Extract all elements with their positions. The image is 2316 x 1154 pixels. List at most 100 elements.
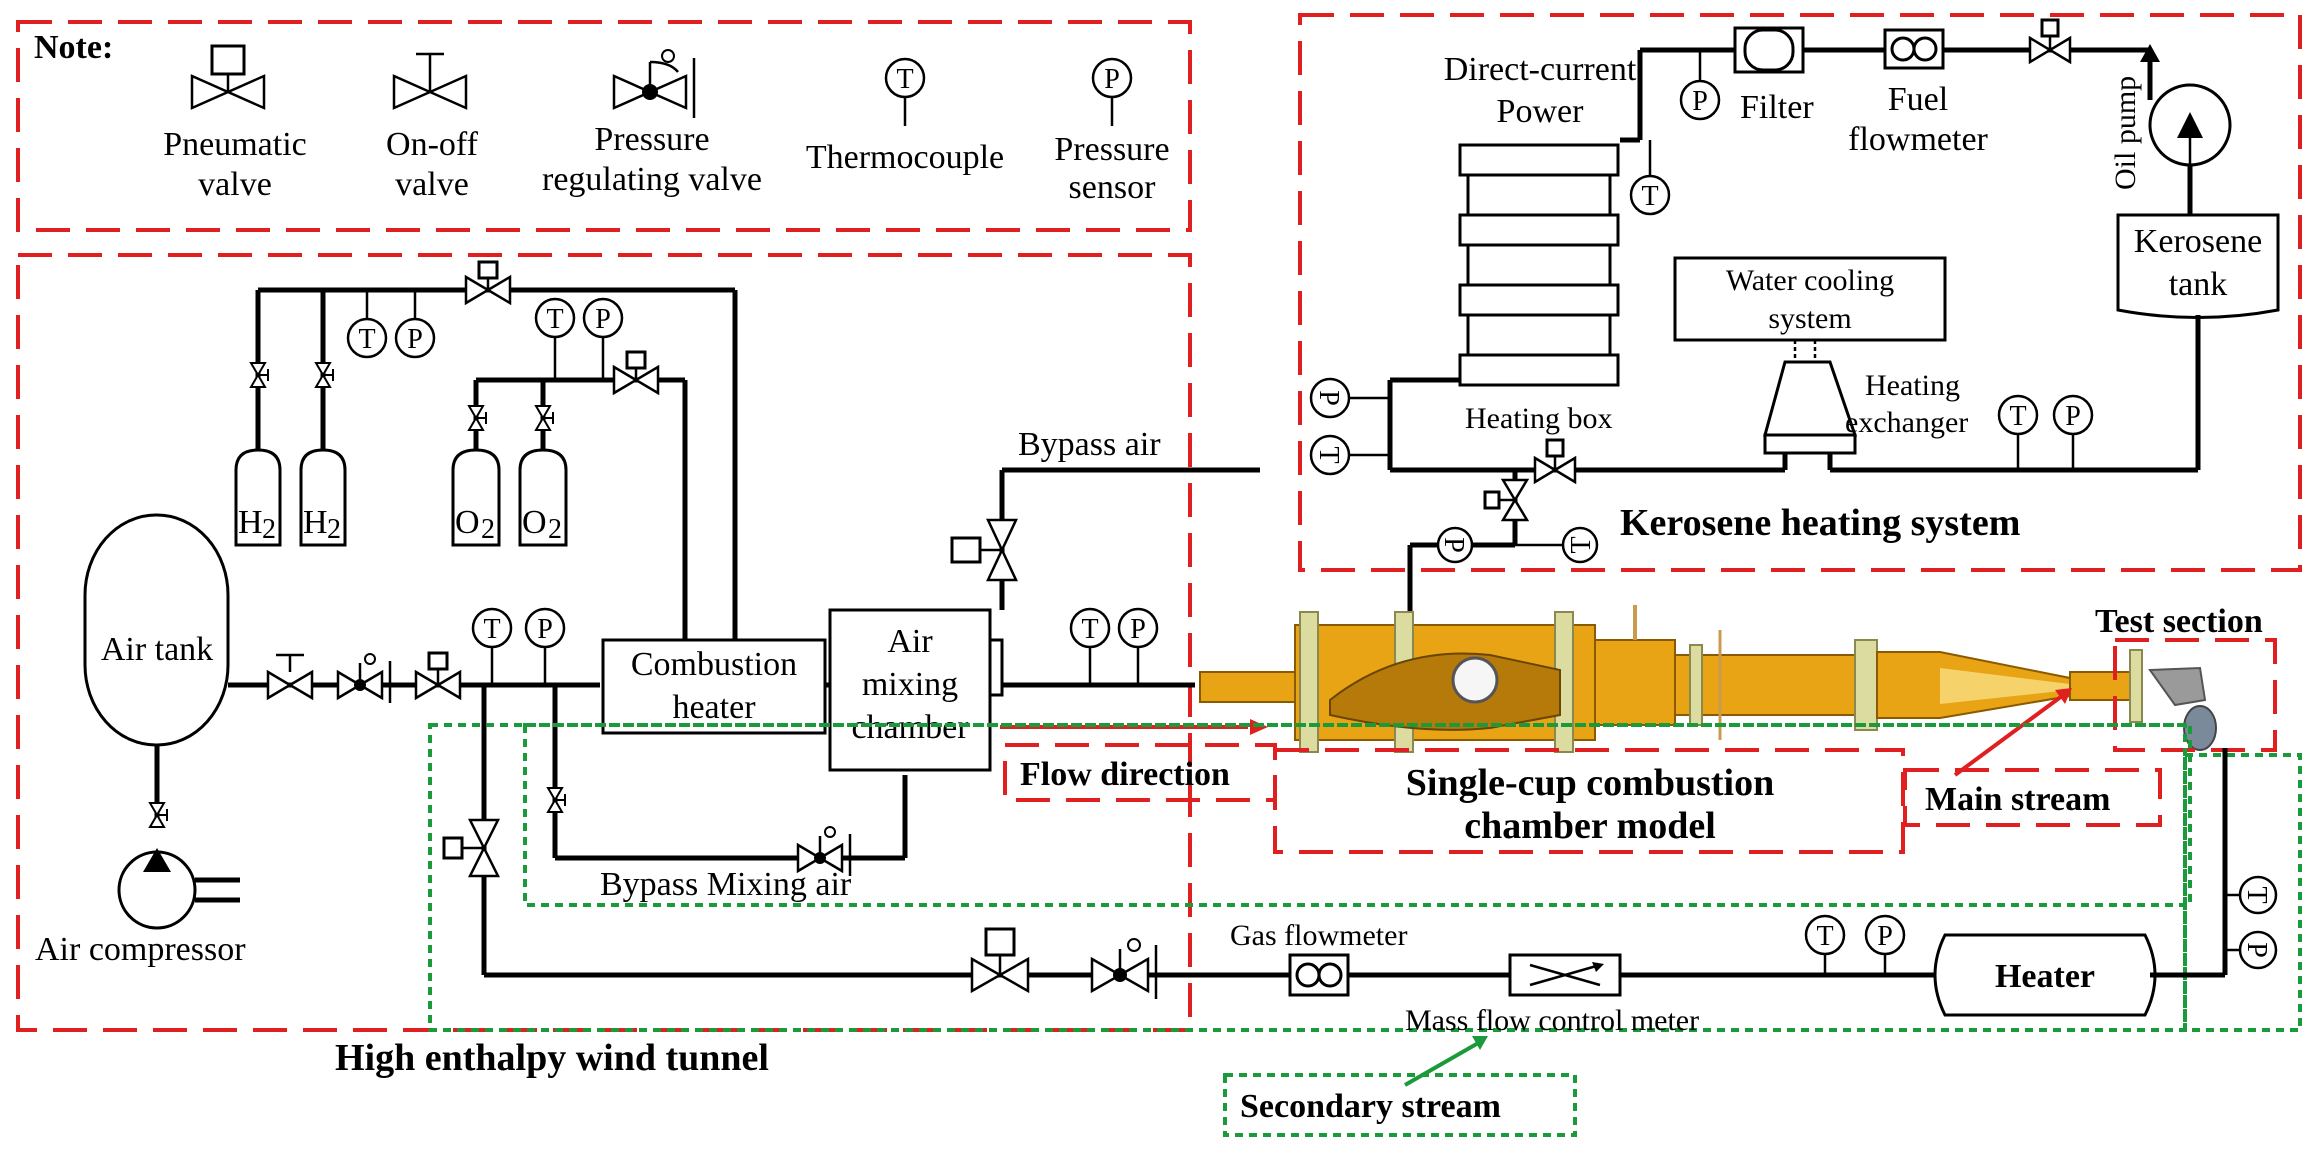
legend-pressure-label-2: sensor <box>1069 169 1157 206</box>
combustion-heater: Combustion heater <box>601 638 827 735</box>
onoff-valve-icon <box>392 52 468 110</box>
secondary-stream-label: Secondary stream <box>1240 1088 1501 1125</box>
air-mixing-chamber: Air mixing chamber <box>828 608 1004 772</box>
pressure-regulating-valve-icon <box>796 826 852 876</box>
test-section-label: Test section <box>2095 603 2263 640</box>
svg-text:2: 2 <box>548 514 562 545</box>
svg-text:P: P <box>1104 64 1120 95</box>
o2-cylinder-1: O 2 <box>451 448 501 547</box>
note-title: Note: <box>34 29 113 66</box>
water-cooling-system: Water cooling system <box>1673 256 1947 342</box>
thermocouple-icon <box>346 317 388 359</box>
onoff-valve-icon <box>250 362 269 388</box>
heater-label: Heater <box>1995 958 2095 995</box>
air-mixing-label-2: mixing <box>862 666 958 703</box>
secondary-outer-frame <box>428 723 2187 1032</box>
onoff-valve-icon <box>468 405 487 431</box>
filter-icon <box>1733 26 1805 74</box>
flow-direction-frame <box>1003 743 1277 802</box>
filter-label: Filter <box>1740 89 1814 126</box>
pressure-sensor-icon <box>1864 914 1906 956</box>
heater: Heater <box>1933 933 2157 1017</box>
mass-flow-label: Mass flow control meter <box>1405 1004 1699 1037</box>
bypass-air-label: Bypass air <box>1018 426 1161 463</box>
heating-exchanger <box>1763 360 1858 455</box>
svg-text:O: O <box>455 504 480 541</box>
secondary-right-frame <box>2183 753 2302 1032</box>
o2-cylinder-2: O 2 <box>518 448 568 547</box>
secondary-stream-frame <box>1223 1073 1577 1137</box>
note-frame <box>16 20 1192 232</box>
legend-pneumatic-label-1: Pneumatic <box>163 126 307 163</box>
combustion-heater-label-2: heater <box>672 689 756 726</box>
onoff-valve-icon <box>315 362 334 388</box>
onoff-valve-icon <box>547 787 566 813</box>
svg-text:T: T <box>2241 886 2272 903</box>
water-cooling-label-2: system <box>1768 302 1851 335</box>
pressure-sensor-icon: P <box>1091 57 1133 126</box>
pressure-sensor-icon <box>1679 79 1721 121</box>
pressure-sensor-icon: P <box>2238 930 2278 970</box>
pneumatic-valve-icon <box>414 651 462 701</box>
svg-text:P: P <box>1313 390 1344 406</box>
kerosene-tank-label-2: tank <box>2169 266 2228 303</box>
svg-text:2: 2 <box>327 514 341 545</box>
pneumatic-valve-icon <box>950 518 1018 582</box>
thermocouple-icon <box>1997 394 2039 436</box>
test-section-frame <box>2113 638 2277 752</box>
thermocouple-icon: T <box>1309 434 1351 476</box>
pressure-sensor-icon <box>582 297 624 339</box>
svg-text:T: T <box>1313 446 1344 463</box>
legend-thermocouple-label: Thermocouple <box>806 139 1004 176</box>
model-frame <box>1273 748 1905 854</box>
legend-onoff-label-1: On-off <box>386 126 479 163</box>
air-mixing-label-1: Air <box>887 623 933 660</box>
heating-exchanger-label-1: Heating <box>1865 369 1960 402</box>
svg-text:P: P <box>1438 537 1469 553</box>
thermocouple-icon: T <box>1561 526 1599 564</box>
legend-prv-label-1: Pressure <box>594 121 709 158</box>
thermocouple-icon <box>534 297 576 339</box>
kerosene-title: Kerosene heating system <box>1620 502 2020 544</box>
legend-onoff-label-2: valve <box>395 166 469 203</box>
kerosene-frame <box>1298 13 2302 572</box>
air-compressor-label: Air compressor <box>35 931 246 968</box>
oil-pump-label: Oil pump <box>2109 76 2142 190</box>
fuel-flowmeter-label-1: Fuel <box>1888 81 1948 118</box>
svg-text:O: O <box>522 504 547 541</box>
air-tank: Air tank <box>83 513 230 747</box>
thermocouple-icon <box>471 607 513 649</box>
legend-pneumatic-label-2: valve <box>198 166 272 203</box>
dc-power-label-1: Direct-current <box>1444 51 1637 88</box>
svg-text:T: T <box>1566 536 1597 553</box>
air-tank-valve-icon <box>149 802 168 828</box>
heating-box <box>1458 143 1620 387</box>
svg-text:2: 2 <box>262 514 276 545</box>
pneumatic-valve-icon <box>266 670 314 700</box>
bypass-mixing-air-label: Bypass Mixing air <box>600 866 852 903</box>
pressure-sensor-icon: P <box>1309 377 1351 419</box>
kerosene-tank: Kerosene tank <box>2116 213 2280 319</box>
pressure-regulating-valve-icon <box>612 49 696 118</box>
pressure-sensor-icon <box>2052 394 2094 436</box>
pneumatic-valve-icon <box>2028 18 2072 65</box>
pneumatic-valve-icon <box>442 818 501 878</box>
svg-text:T: T <box>896 64 913 95</box>
secondary-inner-frame <box>523 723 2192 907</box>
heating-box-label: Heating box <box>1465 402 1612 435</box>
combustion-heater-label-1: Combustion <box>631 646 797 683</box>
thermocouple-icon <box>1804 914 1846 956</box>
pressure-sensor-icon <box>394 317 436 359</box>
combustion-chamber-model <box>1199 605 2217 753</box>
legend-prv-label-2: regulating valve <box>542 161 762 198</box>
flow-direction-label: Flow direction <box>1020 756 1230 793</box>
pneumatic-valve-icon <box>1483 478 1530 522</box>
mass-flow-control-meter-icon <box>1508 953 1622 997</box>
heating-exchanger-label-2: exchanger <box>1845 406 1968 439</box>
svg-text:H: H <box>238 504 263 541</box>
pressure-sensor-icon: P <box>1436 526 1474 564</box>
dc-power-label-2: Power <box>1497 93 1585 130</box>
thermocouple-icon: T <box>2238 875 2278 915</box>
